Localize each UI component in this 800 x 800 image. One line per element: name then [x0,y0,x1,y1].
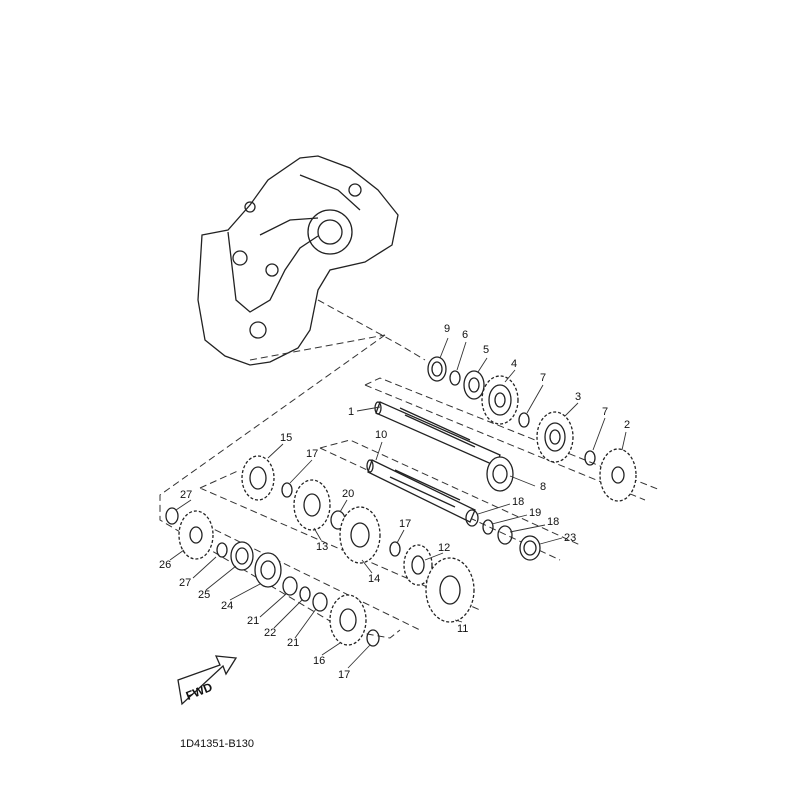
callout-label: 13 [316,541,328,553]
circlip-27a [165,507,179,525]
circlip-6 [449,370,461,386]
callout-label: 8 [540,481,546,493]
gear-12 [403,544,433,586]
circlip-17a [281,482,293,498]
gear-14 [339,506,381,564]
needle-bearing-23 [519,535,541,561]
callout-label: 23 [564,532,576,544]
callout-label: 14 [368,573,380,585]
callout-label: 6 [462,329,468,341]
callout-label: 17 [306,448,318,460]
callout-label: 26 [159,559,171,571]
callout-label: 24 [221,600,233,612]
gear-11 [425,557,475,623]
diagram-code: 1D41351-B130 [180,738,255,750]
washer-21b [312,592,328,612]
callout-label: 27 [180,489,192,501]
gear-4 [481,375,519,425]
drive-axle-10 [366,459,476,523]
callout-label: 5 [483,344,489,356]
oil-seal-25 [230,541,254,571]
callout-label: 3 [575,391,581,403]
gear-13 [293,479,331,531]
callout-label: 20 [342,488,354,500]
fwd-label: FWD [184,680,215,703]
callout-label: 16 [313,655,325,667]
assembly-guide-lines [159,299,661,639]
circlip-19 [482,519,494,535]
callout-label: 21 [287,637,299,649]
gear-15 [241,455,275,501]
drive-axle-group [241,455,541,623]
washer-7a [518,412,530,428]
sprocket-26 [178,510,214,560]
callout-label: 7 [540,372,546,384]
callout-label: 21 [247,615,259,627]
gear-16 [329,594,367,646]
callout-label: 4 [511,358,517,370]
circlip-27b [216,542,228,558]
callout-label: 2 [624,419,630,431]
gear-3 [536,411,574,463]
callout-label: 19 [529,507,541,519]
washer-21a [282,576,298,596]
callout-label: 25 [198,589,210,601]
callout-label: 18 [512,496,524,508]
callout-label: 1 [348,406,354,418]
gear-2 [599,448,637,502]
leader-lines [169,337,627,669]
circlip-17b [389,541,401,557]
fwd-arrow: FWD [177,655,238,706]
circlip-17c [366,629,380,647]
bearing-24 [254,552,282,588]
callout-label: 17 [338,669,350,681]
callout-label: 11 [457,623,468,635]
callout-label: 17 [399,518,411,530]
callout-label: 9 [444,323,450,335]
gear-5 [463,370,485,400]
callout-label: 7 [602,406,608,418]
circlip-22 [299,586,311,602]
callout-numbers: 9 6 5 4 7 3 7 2 1 10 8 15 17 20 18 19 18… [159,323,630,681]
callout-label: 12 [438,542,450,554]
crankcase [197,155,399,366]
callout-label: 10 [375,429,387,441]
callout-label: 15 [280,432,292,444]
washer-18b [497,525,513,545]
main-axle-1 [374,401,501,467]
bearing-8 [486,456,514,492]
washer-18a [465,509,479,527]
washer-7b [584,450,596,466]
callout-label: 18 [547,516,559,528]
bearing-9 [427,356,447,382]
callout-label: 22 [264,627,276,639]
output-group [165,507,380,647]
callout-label: 27 [179,577,191,589]
main-axle-group [366,356,637,523]
